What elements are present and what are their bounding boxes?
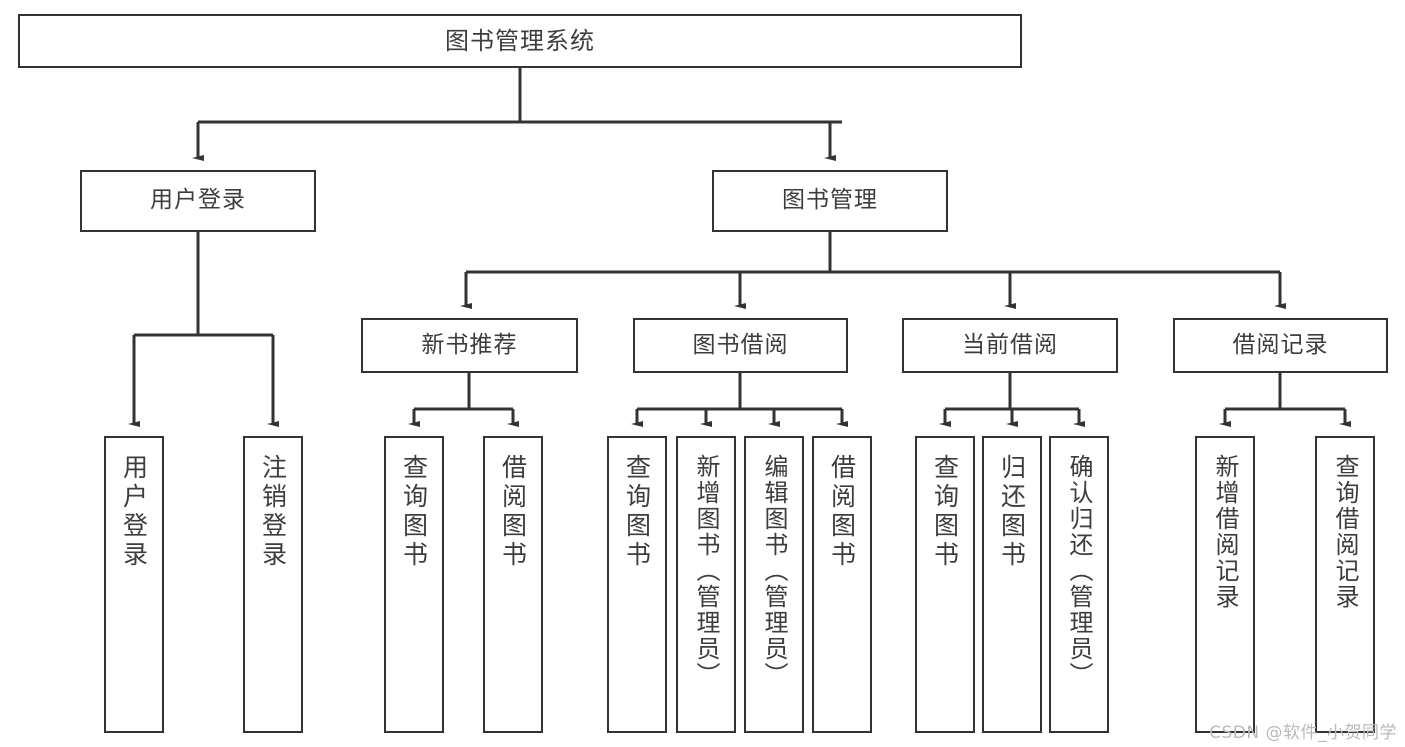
node-label: 编辑图书（管理员）	[760, 454, 788, 688]
node-user-login[interactable]: 用户登录	[80, 170, 316, 232]
node-label: 图书借阅	[692, 331, 789, 358]
leaf-current-borrow-confirm-return-admin[interactable]: 确认归还（管理员）	[1049, 436, 1109, 733]
node-label: 借阅记录	[1232, 331, 1329, 358]
node-label: 图书管理系统	[445, 26, 595, 55]
node-label: 新增借阅记录	[1211, 454, 1239, 610]
leaf-user-login-logout[interactable]: 注销登录	[243, 436, 303, 733]
node-label: 查询图书	[930, 454, 960, 570]
leaf-user-login-login[interactable]: 用户登录	[104, 436, 164, 733]
leaf-borrow-record-add-record[interactable]: 新增借阅记录	[1195, 436, 1255, 733]
node-label: 借阅图书	[827, 454, 857, 570]
node-label: 当前借阅	[962, 331, 1058, 358]
node-label: 图书管理	[782, 187, 878, 214]
node-label: 查询借阅记录	[1331, 454, 1359, 610]
node-label: 新书推荐	[421, 331, 518, 358]
leaf-new-book-query-book[interactable]: 查询图书	[384, 436, 444, 733]
node-label: 查询图书	[399, 454, 429, 570]
leaf-borrow-record-query-record[interactable]: 查询借阅记录	[1315, 436, 1375, 733]
csdn-watermark: CSDN @软件_小贺同学	[1209, 723, 1397, 743]
leaf-book-borrow-edit-book-admin[interactable]: 编辑图书（管理员）	[744, 436, 804, 733]
node-root-library-management-system[interactable]: 图书管理系统	[18, 14, 1022, 68]
node-label: 注销登录	[258, 454, 288, 570]
node-label: 新增图书（管理员）	[692, 454, 720, 688]
node-current-borrowing[interactable]: 当前借阅	[902, 318, 1118, 373]
node-label: 查询图书	[622, 454, 652, 570]
node-borrowing-record[interactable]: 借阅记录	[1173, 318, 1388, 373]
node-label: 确认归还（管理员）	[1065, 454, 1093, 688]
leaf-current-borrow-return-book[interactable]: 归还图书	[982, 436, 1042, 733]
node-new-book-recommendation[interactable]: 新书推荐	[361, 318, 578, 373]
leaf-book-borrow-add-book-admin[interactable]: 新增图书（管理员）	[676, 436, 736, 733]
node-label: 用户登录	[150, 187, 246, 214]
node-label: 借阅图书	[498, 454, 528, 570]
leaf-book-borrow-borrow-book[interactable]: 借阅图书	[812, 436, 872, 733]
node-book-management[interactable]: 图书管理	[712, 170, 948, 232]
leaf-book-borrow-query-book[interactable]: 查询图书	[607, 436, 667, 733]
leaf-new-book-borrow-book[interactable]: 借阅图书	[483, 436, 543, 733]
node-label: 用户登录	[119, 454, 149, 570]
leaf-current-borrow-query-book[interactable]: 查询图书	[915, 436, 975, 733]
node-label: 归还图书	[997, 454, 1027, 570]
node-book-borrowing[interactable]: 图书借阅	[633, 318, 848, 373]
